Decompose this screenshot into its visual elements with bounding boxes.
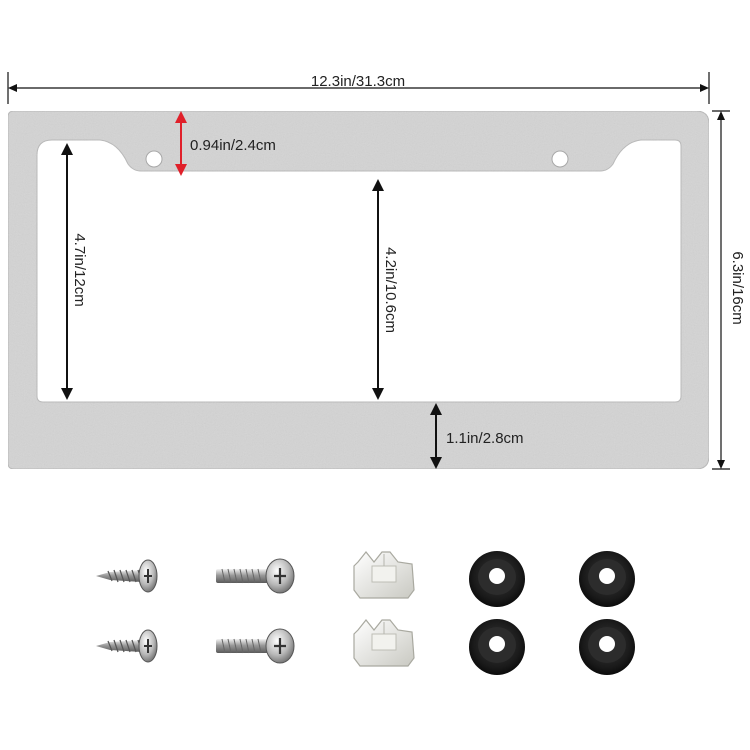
dimension-overall-width — [7, 72, 710, 104]
plate-frame — [7, 110, 710, 470]
mounting-hole-right — [551, 150, 569, 168]
plastic-anchor-icon — [353, 551, 415, 599]
window-height-left-label: 4.7in/12cm — [71, 233, 88, 306]
rubber-washer-icon — [579, 619, 635, 675]
rubber-washer-icon — [579, 551, 635, 607]
dimension-bottom-border — [430, 403, 442, 469]
rubber-washer-icon — [469, 551, 525, 607]
machine-screw-icon — [216, 558, 295, 594]
rubber-washer-icon — [469, 619, 525, 675]
machine-screw-icon — [216, 628, 295, 664]
tapping-screw-icon — [96, 559, 158, 593]
dimension-window-height-left — [61, 143, 73, 400]
mounting-hole-left — [145, 150, 163, 168]
window-height-center-label: 4.2in/10.6cm — [382, 247, 399, 333]
tapping-screw-icon — [96, 629, 158, 663]
dimension-overall-height — [712, 110, 730, 470]
bottom-border-label: 1.1in/2.8cm — [446, 430, 524, 447]
dimension-window-height-center — [372, 179, 384, 400]
dimension-top-border — [175, 111, 187, 176]
plastic-anchor-icon — [353, 619, 415, 667]
overall-height-label: 6.3in/16cm — [729, 251, 746, 324]
overall-width-label: 12.3in/31.3cm — [311, 73, 405, 90]
top-border-label: 0.94in/2.4cm — [190, 137, 276, 154]
